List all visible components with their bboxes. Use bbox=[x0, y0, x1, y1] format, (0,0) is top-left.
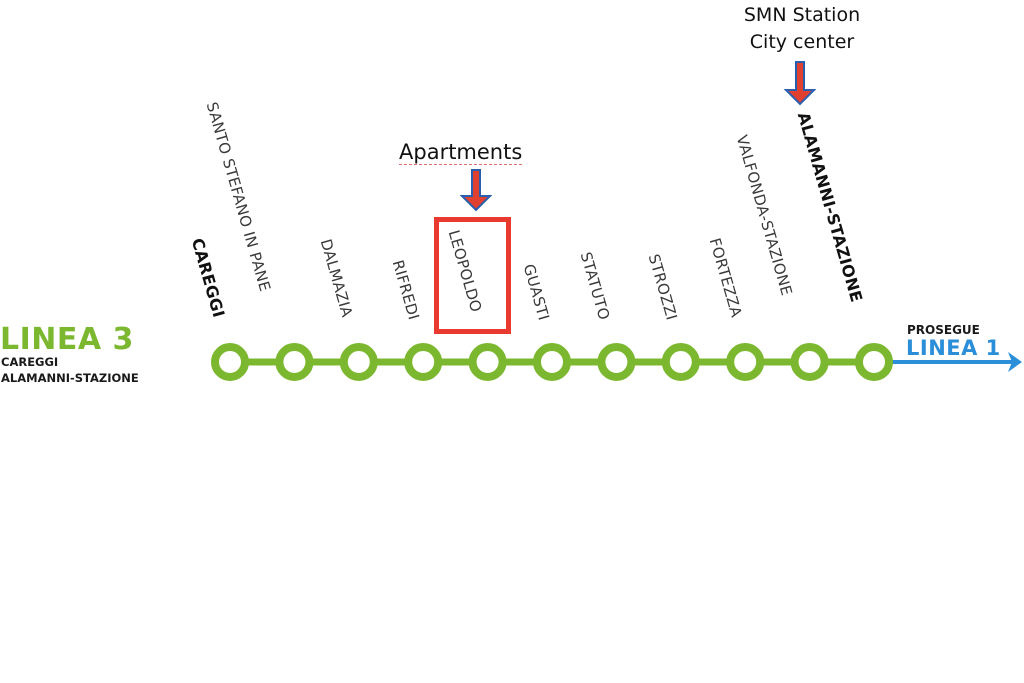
stop-marker bbox=[855, 343, 893, 381]
stop-marker bbox=[726, 343, 765, 381]
line-title: LINEA 3 bbox=[0, 322, 134, 357]
stop-marker bbox=[211, 343, 249, 381]
smn-line2: City center bbox=[749, 31, 855, 53]
apartments-highlight-box bbox=[434, 217, 511, 334]
apartments-arrow-icon bbox=[459, 169, 493, 212]
stop-marker bbox=[275, 343, 314, 381]
stop-marker bbox=[404, 343, 443, 381]
terminus-b-label: ALAMANNI-STAZIONE bbox=[1, 371, 139, 385]
smn-arrow-icon bbox=[783, 61, 817, 106]
stop-marker bbox=[339, 343, 378, 381]
terminus-a-label: CAREGGI bbox=[1, 355, 59, 369]
stop-marker bbox=[533, 343, 571, 381]
stop-marker bbox=[790, 343, 829, 381]
apartments-label: Apartments bbox=[399, 140, 523, 165]
smn-station-label: SMN Station City center bbox=[727, 2, 877, 56]
continuation-label: PROSEGUE bbox=[907, 323, 980, 337]
smn-line1: SMN Station bbox=[743, 4, 861, 26]
continuation-arrowhead bbox=[1008, 352, 1022, 372]
stop-marker bbox=[597, 343, 636, 381]
stop-marker bbox=[468, 343, 507, 381]
next-line-label: LINEA 1 bbox=[906, 336, 1001, 360]
stop-marker bbox=[661, 343, 700, 381]
